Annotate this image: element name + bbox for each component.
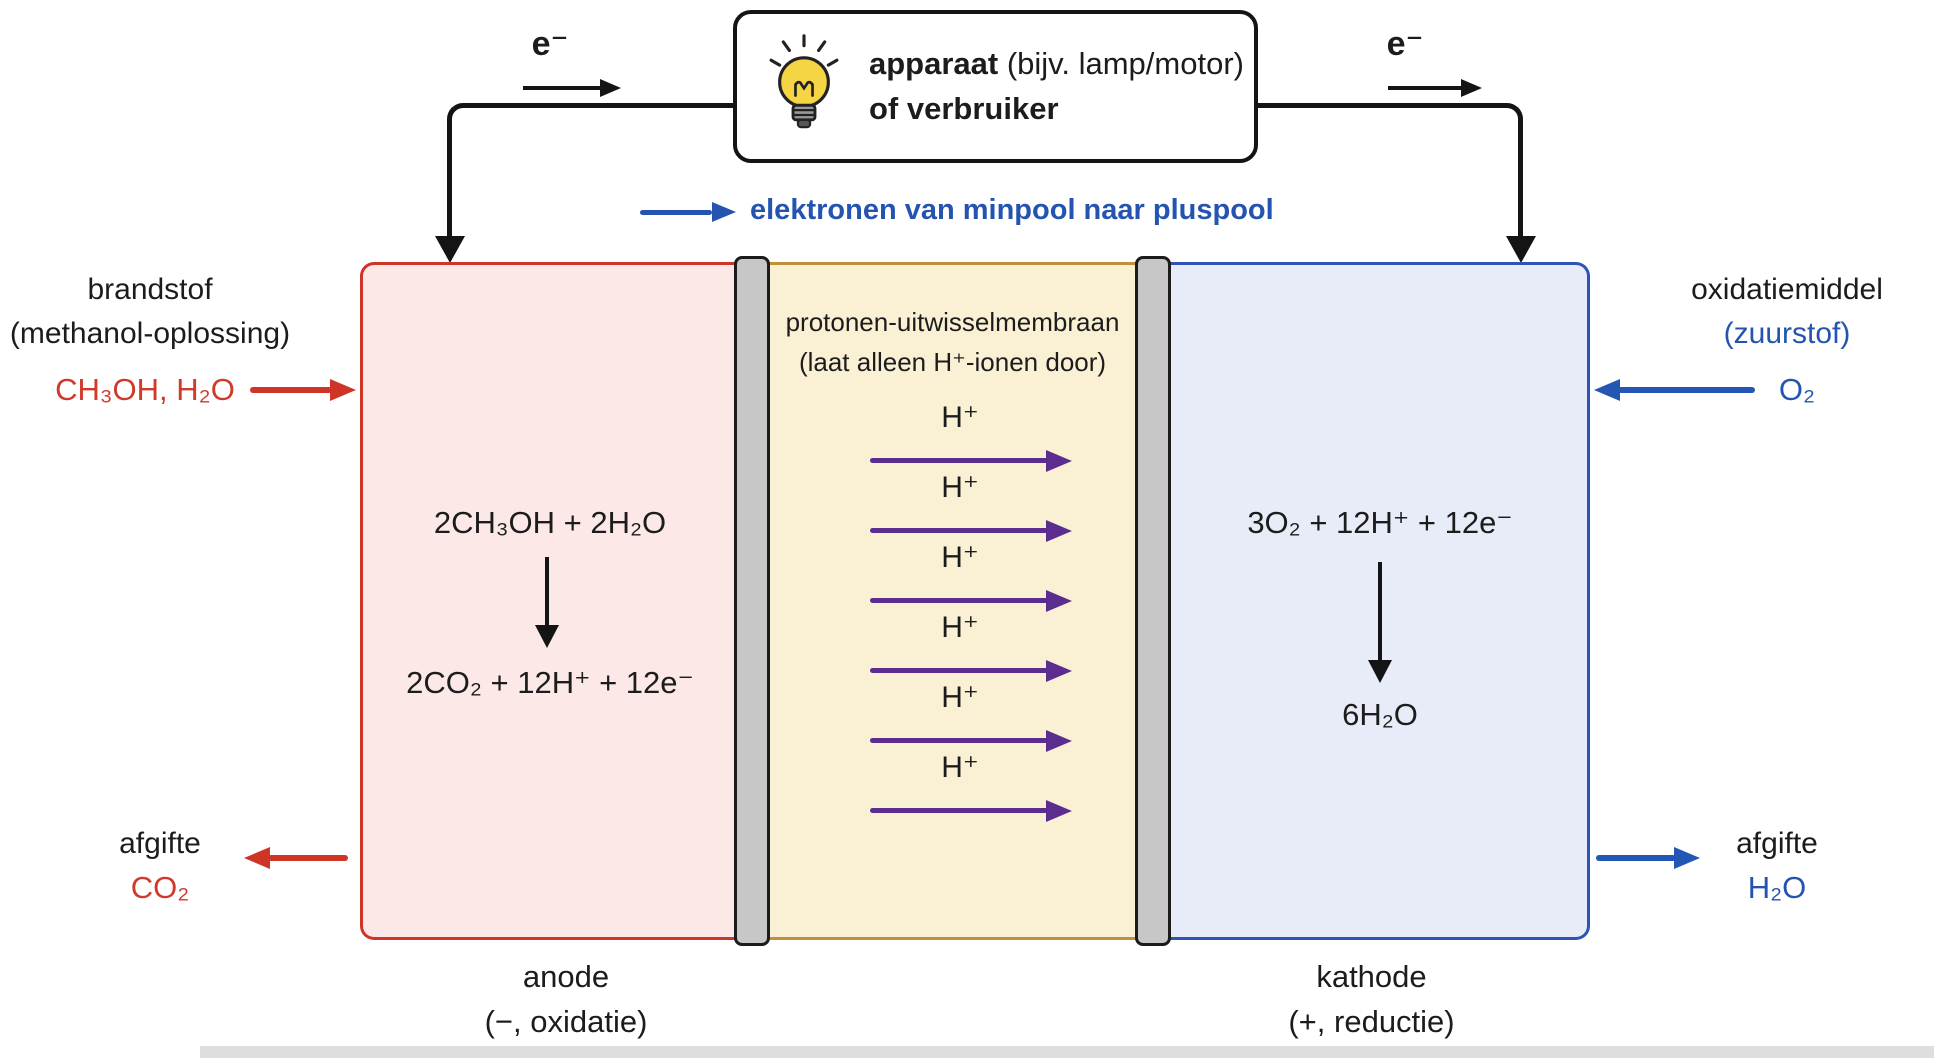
anode-output-formula: CO₂ <box>130 869 190 905</box>
proton-arrow <box>870 528 1048 533</box>
proton-label: H⁺ <box>941 401 979 434</box>
anode-output-word: afgifte <box>119 827 201 860</box>
device-note: (bijv. lamp/motor) <box>998 45 1244 81</box>
cathode-reactants: 3O₂ + 12H⁺ + 12e⁻ <box>1247 505 1513 540</box>
cathode-output-label: afgifte H₂O <box>1620 822 1934 910</box>
proton-arrow-head-icon <box>1046 660 1072 682</box>
proton-arrow-head-icon <box>1046 730 1072 752</box>
electron-arrow-right-head-icon <box>1461 79 1482 97</box>
anode-compartment <box>360 262 753 940</box>
cathode-reaction-arrow-head-icon <box>1368 660 1392 683</box>
proton-arrow-head-icon <box>1046 800 1072 822</box>
fuel-label-line1: brandstof <box>87 273 213 306</box>
electron-arrow-left-head-icon <box>600 79 621 97</box>
oxidant-label-line1: oxidatiemiddel <box>1691 273 1883 306</box>
oxidant-label: oxidatiemiddel (zuurstof) <box>1640 268 1934 355</box>
fuel-in-arrow <box>250 387 332 393</box>
cathode-output-word: afgifte <box>1736 827 1818 860</box>
electron-arrow-left <box>523 86 601 90</box>
cathode-compartment <box>1153 262 1590 940</box>
anode-reaction-arrow <box>545 557 549 627</box>
oxidant-formula: O₂ <box>1778 372 1816 407</box>
membrane-caption: protonen-uitwisselmembraan (laat alleen … <box>765 302 1140 383</box>
oxidant-in-arrow-head-icon <box>1594 379 1620 401</box>
wire-right-arrowhead-icon <box>1506 236 1536 263</box>
anode-out-arrow-head-icon <box>244 847 270 869</box>
anode-reaction-arrow-head-icon <box>535 625 559 648</box>
oxidant-in-arrow <box>1618 387 1755 393</box>
proton-arrow <box>870 808 1048 813</box>
anode-caption: anode (−, oxidatie) <box>360 955 772 1045</box>
fuel-cell-body: protonen-uitwisselmembraan (laat alleen … <box>360 256 1590 946</box>
cathode-out-arrow-head-icon <box>1674 847 1700 869</box>
proton-arrow <box>870 458 1048 463</box>
membrane-caption-line2: (laat alleen H⁺-ionen door) <box>798 347 1107 378</box>
wire-left-arrowhead-icon <box>435 236 465 263</box>
device-box: apparaat (bijv. lamp/motor) of verbruike… <box>733 10 1258 163</box>
proton-arrow <box>870 598 1048 603</box>
anode-output-label: afgifte CO₂ <box>0 822 320 910</box>
proton-label: H⁺ <box>941 751 979 784</box>
wire-right <box>1258 103 1523 243</box>
proton-arrow <box>870 668 1048 673</box>
anode-products: 2CO₂ + 12H⁺ + 12e⁻ <box>406 665 694 700</box>
anode-out-arrow <box>268 855 348 861</box>
cathode-caption-line1: kathode <box>1316 959 1427 994</box>
anode-caption-line1: anode <box>522 959 610 994</box>
proton-arrow-head-icon <box>1046 590 1072 612</box>
electron-label-left: e⁻ <box>531 25 569 63</box>
device-label: apparaat (bijv. lamp/motor) of verbruike… <box>869 42 1244 132</box>
anode-caption-line2: (−, oxidatie) <box>484 1003 648 1039</box>
electron-flow-label: elektronen van minpool naar pluspool <box>750 194 1274 226</box>
device-line2: of verbruiker <box>869 90 1059 126</box>
electron-flow-arrow <box>640 210 712 215</box>
membrane-caption-line1: protonen-uitwisselmembraan <box>785 307 1120 337</box>
fuel-label-line2: (methanol-oplossing) <box>9 316 291 350</box>
proton-label: H⁺ <box>941 611 979 644</box>
cathode-caption: kathode (+, reductie) <box>1153 955 1590 1045</box>
fuel-label: brandstof (methanol-oplossing) <box>0 268 300 355</box>
cathode-electrode <box>1135 256 1171 946</box>
device-name: apparaat <box>869 45 999 81</box>
proton-arrow <box>870 738 1048 743</box>
electron-arrow-right <box>1388 86 1462 90</box>
cathode-output-formula: H₂O <box>1747 869 1807 905</box>
anode-electrode <box>734 256 770 946</box>
proton-arrow-head-icon <box>1046 450 1072 472</box>
light-bulb-icon <box>769 33 839 128</box>
anode-reactants: 2CH₃OH + 2H₂O <box>433 505 667 540</box>
electron-label-right: e⁻ <box>1386 25 1424 63</box>
cathode-products: 6H₂O <box>1342 697 1418 732</box>
proton-label: H⁺ <box>941 681 979 714</box>
bottom-strip <box>200 1046 1934 1058</box>
cathode-caption-line2: (+, reductie) <box>1288 1003 1455 1039</box>
electron-flow-arrow-head-icon <box>712 202 736 222</box>
proton-label: H⁺ <box>941 471 979 504</box>
cathode-out-arrow <box>1596 855 1676 861</box>
proton-label: H⁺ <box>941 541 979 574</box>
fuel-in-arrow-head-icon <box>330 379 356 401</box>
proton-arrow-head-icon <box>1046 520 1072 542</box>
wire-left <box>447 103 735 243</box>
oxidant-label-line2: (zuurstof) <box>1723 316 1851 350</box>
fuel-formula: CH₃OH, H₂O <box>55 372 235 407</box>
cathode-reaction-arrow <box>1378 562 1382 662</box>
